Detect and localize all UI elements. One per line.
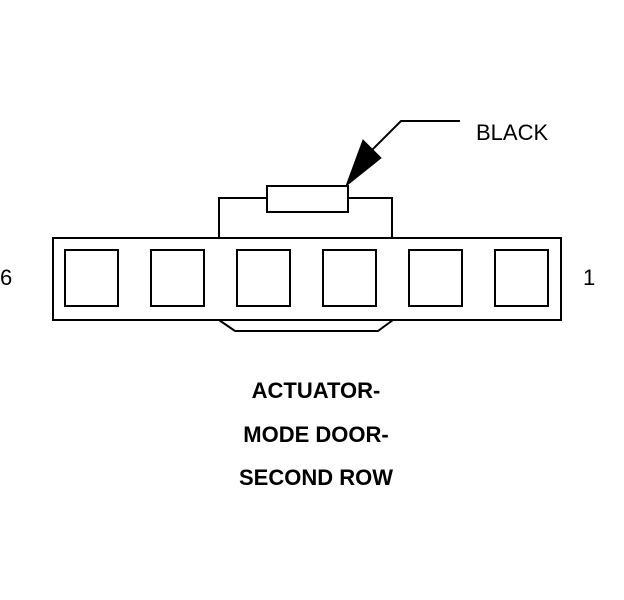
connector-body bbox=[52, 237, 562, 321]
connector-bottom-key bbox=[218, 319, 394, 332]
pin-cavity bbox=[150, 249, 205, 307]
pin-number-right: 1 bbox=[583, 265, 595, 290]
color-leader-line bbox=[371, 120, 460, 151]
pin-cavity bbox=[408, 249, 463, 307]
pin-cavity bbox=[236, 249, 291, 307]
pin-number-left: 6 bbox=[0, 265, 12, 290]
connector-latch bbox=[266, 185, 349, 213]
component-title-line-2: MODE DOOR- bbox=[243, 422, 388, 447]
component-title-line-1: ACTUATOR- bbox=[252, 378, 381, 403]
pin-cavity bbox=[494, 249, 549, 307]
pin-cavities bbox=[64, 249, 549, 307]
pin-cavity bbox=[64, 249, 119, 307]
component-title-line-3: SECOND ROW bbox=[239, 465, 393, 490]
color-leader-arrowhead bbox=[344, 139, 382, 188]
wire-color-label: BLACK bbox=[476, 120, 548, 145]
pin-cavity bbox=[322, 249, 377, 307]
